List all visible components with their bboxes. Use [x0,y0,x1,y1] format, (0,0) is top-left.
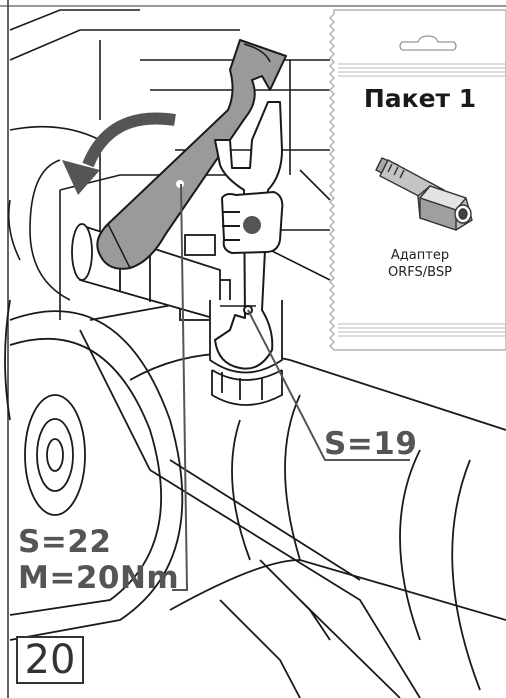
callout-leaders [172,183,410,591]
large-wrench-size-label: S=22 [18,524,112,560]
large-wrench-torque-label: M=20Nm [18,560,180,596]
hang-hole-icon [399,35,457,51]
main-tube [79,299,506,698]
package-title: Пакет 1 [363,84,477,113]
step-number: 20 [24,637,76,683]
package-caption-line1: Адаптер [390,248,450,263]
small-wrench-size-label: S=19 [324,426,418,462]
adapter-fitting-icon [375,157,473,231]
rotation-arrow-icon [62,112,176,195]
hand-hold-icon [221,191,284,254]
large-wrench-s22 [96,39,287,270]
package-caption-line2: ORFS/BSP [388,265,452,280]
step-number-box: 20 [16,636,84,684]
wheel-disk [4,299,184,641]
